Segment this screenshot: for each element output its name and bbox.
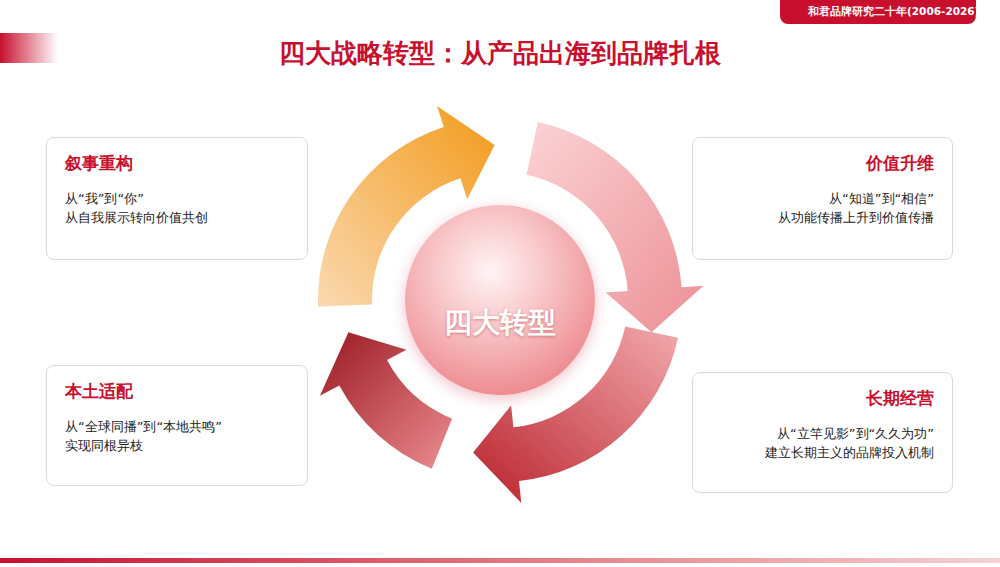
strategy-box: 价值升维从“知道”到“相信”从功能传播上升到价值传播 bbox=[692, 137, 953, 260]
node-heading: 叙事重构 bbox=[65, 152, 289, 175]
node-text: 实现同根异枝 bbox=[65, 436, 289, 455]
slide-title: 四大战略转型：从产品出海到品牌扎根 bbox=[0, 36, 1000, 71]
center-circle: 四大转型 bbox=[405, 205, 595, 395]
accent-bar bbox=[0, 33, 58, 63]
node-text: 从“全球同播”到“本地共鸣” bbox=[65, 417, 289, 436]
strategy-box: 叙事重构从“我”到“你”从自我展示转向价值共创 bbox=[46, 137, 308, 260]
node-text: 从“我”到“你” bbox=[65, 189, 289, 208]
footer-bar bbox=[0, 558, 1000, 563]
node-heading: 和君品牌研究二十年(2006-2026) bbox=[808, 5, 968, 19]
node-heading: 价值升维 bbox=[711, 152, 934, 175]
strategy-box: 本土适配从“全球同播”到“本地共鸣”实现同根异枝 bbox=[46, 365, 308, 486]
cycle-arrows bbox=[318, 106, 704, 503]
node-text: 建立长期主义的品牌投入机制 bbox=[711, 443, 934, 462]
strategy-box: 长期经营从“立竿见影”到“久久为功”建立长期主义的品牌投入机制 bbox=[692, 372, 953, 493]
node-text: 从自我展示转向价值共创 bbox=[65, 208, 289, 227]
node-heading: 本土适配 bbox=[65, 380, 289, 403]
node-text: 从功能传播上升到价值传播 bbox=[711, 208, 934, 227]
node-text: 从“知道”到“相信” bbox=[711, 189, 934, 208]
node-text: 从“立竿见影”到“久久为功” bbox=[711, 424, 934, 443]
node-heading: 四大转型 bbox=[444, 304, 556, 342]
node-heading: 长期经营 bbox=[711, 387, 934, 410]
brand-badge: 和君品牌研究二十年(2006-2026) bbox=[780, 0, 976, 24]
